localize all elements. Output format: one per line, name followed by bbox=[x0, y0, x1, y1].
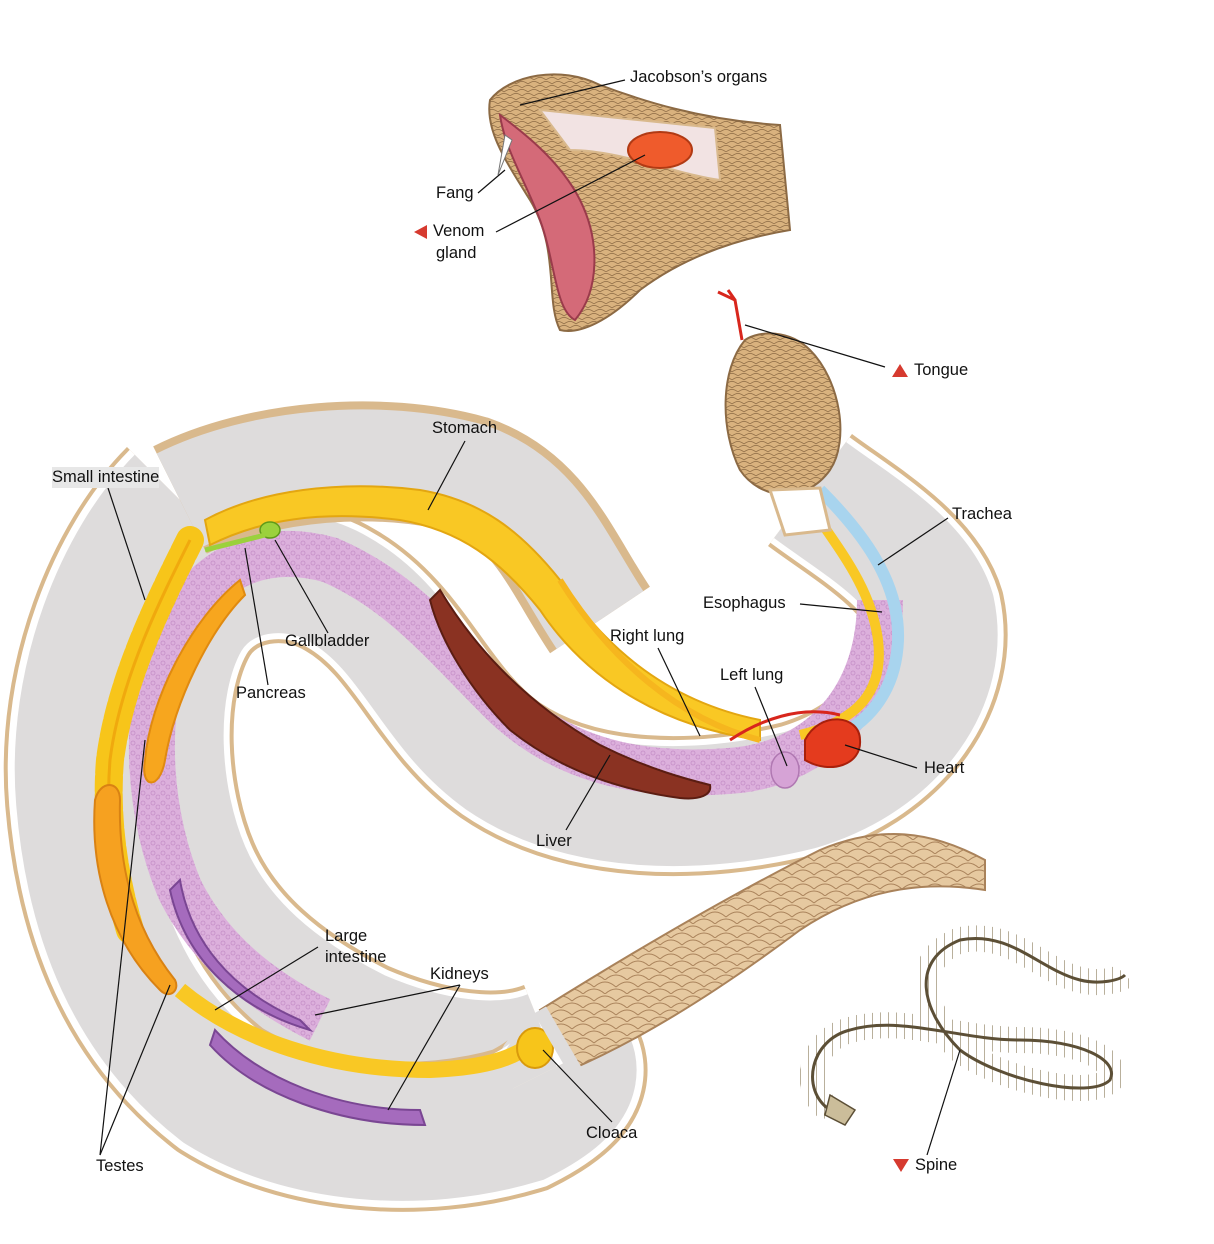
fang bbox=[497, 134, 513, 176]
cloaca bbox=[516, 1027, 554, 1069]
right-lung bbox=[557, 578, 761, 743]
snake-head-large bbox=[488, 73, 792, 332]
label-fang: Fang bbox=[436, 184, 474, 202]
triangle-left-marker-icon bbox=[414, 224, 427, 239]
label-small-intestine: Small intestine bbox=[52, 467, 160, 488]
esophagus bbox=[795, 487, 884, 740]
label-large-intestine-line2: intestine bbox=[325, 948, 387, 966]
body-loop bbox=[3, 401, 651, 1212]
triangle-down-marker-icon bbox=[893, 1159, 909, 1173]
label-testes: Testes bbox=[96, 1157, 144, 1175]
label-spine: Spine bbox=[893, 1155, 957, 1176]
label-heart: Heart bbox=[924, 759, 965, 777]
tongue bbox=[717, 289, 744, 341]
label-jacobsons-organs: Jacobson’s organs bbox=[630, 68, 768, 86]
label-spine-text: Spine bbox=[915, 1156, 958, 1174]
kidney-lower bbox=[208, 1028, 427, 1127]
trachea bbox=[815, 485, 905, 741]
gallbladder bbox=[259, 521, 281, 539]
left-lung bbox=[770, 751, 800, 789]
label-trachea: Trachea bbox=[952, 505, 1012, 523]
leader-lines bbox=[99, 79, 961, 1156]
label-venom-gland-line1: Venom bbox=[433, 222, 485, 240]
label-esophagus: Esophagus bbox=[703, 594, 786, 612]
heart-vessels bbox=[729, 710, 841, 742]
pancreas bbox=[143, 578, 247, 784]
label-pancreas: Pancreas bbox=[236, 684, 306, 702]
bile-duct bbox=[204, 532, 266, 553]
label-venom-gland: Venom bbox=[414, 221, 484, 242]
label-liver: Liver bbox=[536, 832, 572, 850]
label-left-lung: Left lung bbox=[720, 666, 784, 684]
label-kidneys: Kidneys bbox=[430, 965, 489, 983]
label-tongue: Tongue bbox=[892, 360, 968, 381]
snake-skeleton bbox=[799, 925, 1135, 1126]
label-cloaca: Cloaca bbox=[586, 1124, 638, 1142]
label-stomach: Stomach bbox=[432, 419, 498, 437]
label-large-intestine-line1: Large bbox=[325, 927, 368, 945]
venom-gland bbox=[627, 131, 693, 169]
label-right-lung: Right lung bbox=[610, 627, 685, 645]
large-intestine bbox=[174, 983, 535, 1079]
label-tongue-text: Tongue bbox=[914, 361, 969, 379]
label-gallbladder: Gallbladder bbox=[285, 632, 370, 650]
snake-head-small bbox=[717, 289, 842, 537]
triangle-up-marker-icon bbox=[892, 364, 908, 378]
snake-tail bbox=[533, 832, 986, 1074]
testes bbox=[93, 784, 178, 996]
kidney-upper bbox=[168, 877, 314, 1033]
label-venom-gland-line2: gland bbox=[436, 244, 477, 262]
heart bbox=[804, 718, 862, 769]
liver bbox=[428, 588, 712, 800]
